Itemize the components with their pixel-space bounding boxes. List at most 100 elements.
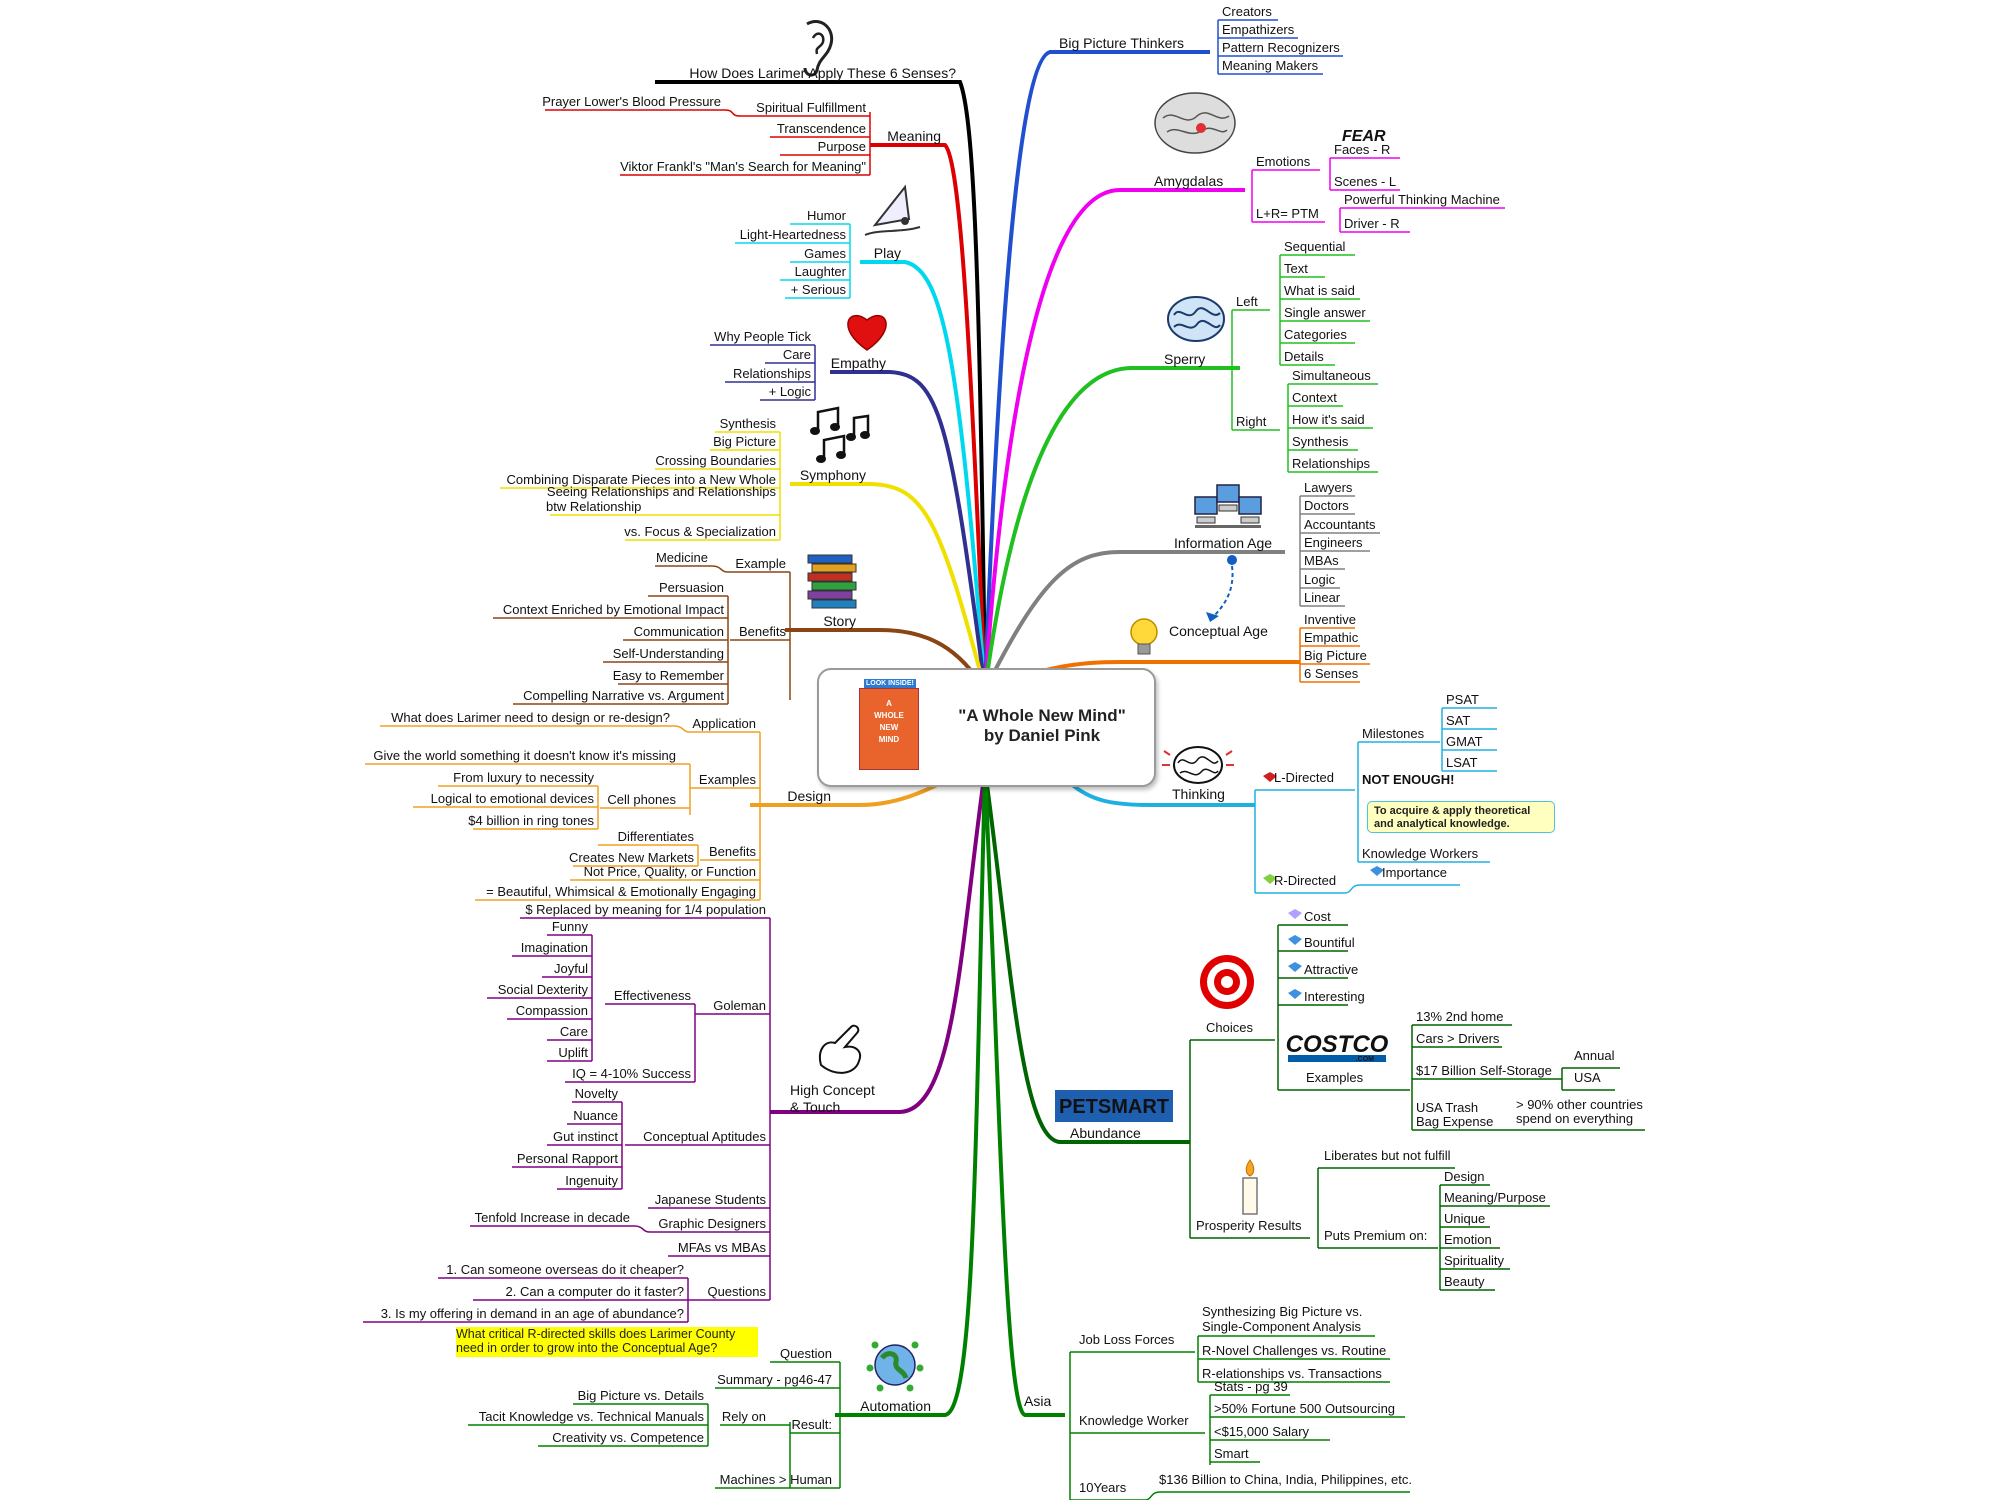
node-label[interactable]: MFAs vs MBAs [678,1240,767,1255]
node-label[interactable]: Goleman [713,998,766,1013]
node-label[interactable]: Relationships [733,366,812,381]
node-label[interactable]: Nuance [573,1108,618,1123]
node-label[interactable]: Benefits [739,624,786,639]
node-label[interactable]: Puts Premium on: [1324,1228,1427,1243]
node-label[interactable]: Graphic Designers [658,1216,766,1231]
node-label[interactable]: Single-Component Analysis [1202,1319,1361,1334]
node-label[interactable]: IQ = 4-10% Success [572,1066,691,1081]
node-label[interactable]: Cost [1304,909,1331,924]
node-label[interactable]: Easy to Remember [613,668,725,683]
node-label[interactable]: Result: [792,1417,832,1432]
node-label[interactable]: Powerful Thinking Machine [1344,192,1500,207]
node-label[interactable]: Thinking [1172,786,1225,802]
node-label[interactable]: USA [1574,1070,1601,1085]
node-label[interactable]: 6 Senses [1304,666,1359,681]
node-label[interactable]: Unique [1444,1211,1485,1226]
node-label[interactable]: Linear [1304,590,1341,605]
node-label[interactable]: Compelling Narrative vs. Argument [523,688,724,703]
node-label[interactable]: Seeing Relationships and Relationships [547,484,777,499]
node-label[interactable]: = Beautiful, Whimsical & Emotionally Eng… [486,884,756,899]
node-label[interactable]: Medicine [656,550,708,565]
node-label[interactable]: Automation [860,1398,931,1414]
node-label[interactable]: 2. Can a computer do it faster? [506,1284,684,1299]
node-label[interactable]: > 90% other countries [1516,1097,1643,1112]
node-label[interactable]: Differentiates [618,829,695,844]
node-label[interactable]: Creators [1222,4,1272,19]
node-label[interactable]: Lawyers [1304,480,1353,495]
node-label[interactable]: Faces - R [1334,142,1390,157]
node-label[interactable]: How it's said [1292,412,1365,427]
node-label[interactable]: Knowledge Workers [1362,846,1479,861]
node-label[interactable]: Creates New Markets [569,850,694,865]
node-label[interactable]: Scenes - L [1334,174,1396,189]
node-label[interactable]: Big Picture [713,434,776,449]
node-label[interactable]: Details [1284,349,1324,364]
node-label[interactable]: Personal Rapport [517,1151,619,1166]
node-label[interactable]: Smart [1214,1446,1249,1461]
node-label[interactable]: Transcendence [777,121,866,136]
node-label[interactable]: Attractive [1304,962,1358,977]
node-label[interactable]: Care [560,1024,588,1039]
node-label[interactable]: NOT ENOUGH! [1362,772,1454,787]
node-label[interactable]: Annual [1574,1048,1615,1063]
node-label[interactable]: LSAT [1446,755,1478,770]
node-label[interactable]: Rely on [722,1409,766,1424]
node-label[interactable]: $136 Billion to China, India, Philippine… [1159,1472,1412,1487]
node-label[interactable]: Uplift [558,1045,588,1060]
node-label[interactable]: R-Directed [1274,873,1336,888]
node-label[interactable]: Compassion [516,1003,588,1018]
node-label[interactable]: Context [1292,390,1337,405]
node-label[interactable]: Bountiful [1304,935,1355,950]
node-label[interactable]: Logic [1304,572,1336,587]
node-label[interactable]: Design [787,788,831,804]
node-label[interactable]: MBAs [1304,553,1339,568]
node-label[interactable]: Question [780,1346,832,1361]
node-label[interactable]: Stats - pg 39 [1214,1379,1288,1394]
node-label[interactable]: Examples [1306,1070,1364,1085]
node-label[interactable]: $17 Billion Self-Storage [1416,1063,1552,1078]
node-label[interactable]: Tenfold Increase in decade [475,1210,630,1225]
node-label[interactable]: Amygdalas [1154,173,1223,189]
node-label[interactable]: Prayer Lower's Blood Pressure [542,94,721,109]
node-label[interactable]: $ Replaced by meaning for 1/4 population [525,902,766,917]
node-label[interactable]: Give the world something it doesn't know… [373,748,676,763]
node-label[interactable]: Logical to emotional devices [431,791,595,806]
node-label[interactable]: USA Trash [1416,1100,1478,1115]
node-label[interactable]: Ingenuity [565,1173,618,1188]
node-label[interactable]: Social Dexterity [498,982,589,997]
node-label[interactable]: Example [735,556,786,571]
node-label[interactable]: Cars > Drivers [1416,1031,1500,1046]
node-label[interactable]: Synthesis [1292,434,1349,449]
node-label[interactable]: $4 billion in ring tones [468,813,594,828]
node-label[interactable]: Joyful [554,961,588,976]
node-label[interactable]: What does Larimer need to design or re-d… [391,710,670,725]
node-label[interactable]: + Serious [791,282,847,297]
node-label[interactable]: Application [692,716,756,731]
node-label[interactable]: Relationships [1292,456,1371,471]
node-label[interactable]: Games [804,246,846,261]
node-label[interactable]: Right [1236,414,1267,429]
node-label[interactable]: 1. Can someone overseas do it cheaper? [446,1262,684,1277]
node-label[interactable]: Conceptual Aptitudes [643,1129,766,1144]
node-label[interactable]: Funny [552,919,589,934]
node-label[interactable]: Context Enriched by Emotional Impact [503,602,724,617]
node-label[interactable]: Big Picture vs. Details [578,1388,705,1403]
node-label[interactable]: Tacit Knowledge vs. Technical Manuals [479,1409,705,1424]
node-label[interactable]: Spirituality [1444,1253,1504,1268]
node-label[interactable]: Choices [1206,1020,1253,1035]
node-label[interactable]: 13% 2nd home [1416,1009,1503,1024]
node-label[interactable]: Single answer [1284,305,1366,320]
node-label[interactable]: Crossing Boundaries [655,453,776,468]
node-label[interactable]: Why People Tick [714,329,811,344]
node-label[interactable]: Effectiveness [614,988,692,1003]
node-label[interactable]: Big Picture Thinkers [1059,35,1184,51]
central-topic[interactable]: LOOK INSIDE! A WHOLE NEW MIND "A Whole N… [817,668,1156,787]
node-label[interactable]: Imagination [521,940,588,955]
node-label[interactable]: Novelty [575,1086,619,1101]
node-label[interactable]: Information Age [1174,535,1272,551]
node-label[interactable]: Self-Understanding [613,646,724,661]
node-label[interactable]: Humor [807,208,847,223]
node-label[interactable]: High Concept [790,1082,875,1098]
node-label[interactable]: Purpose [818,139,866,154]
node-label[interactable]: R-elationships vs. Transactions [1202,1366,1382,1381]
